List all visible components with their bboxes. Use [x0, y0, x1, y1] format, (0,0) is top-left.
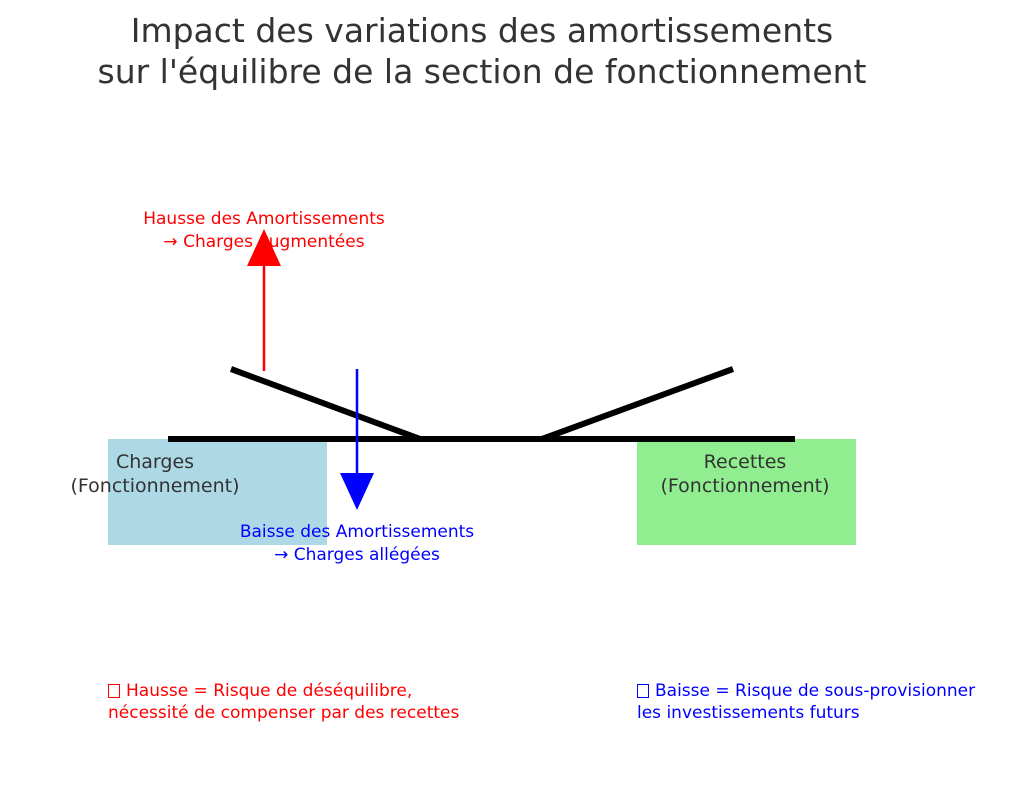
baisse-note: Baisse = Risque de sous-provisionner les…	[637, 680, 975, 724]
recettes-box	[637, 439, 856, 545]
baisse-note-line-1: Baisse = Risque de sous-provisionner	[655, 681, 976, 701]
warning-glyph-icon	[108, 684, 120, 698]
increase-arrow-icon	[247, 229, 281, 371]
baisse-annotation: Baisse des Amortissements → Charges allé…	[207, 521, 507, 567]
diagram-title: Impact des variations des amortissements…	[0, 10, 964, 92]
hausse-annotation: Hausse des Amortissements → Charges augm…	[114, 208, 414, 254]
charges-label-line-1: Charges	[115, 451, 195, 473]
baisse-annotation-line-1: Baisse des Amortissements	[239, 522, 475, 542]
recettes-label: Recettes (Fonctionnement)	[645, 450, 845, 498]
hausse-note: Hausse = Risque de déséquilibre, nécessi…	[108, 680, 459, 724]
charges-label-line-2: (Fonctionnement)	[70, 475, 240, 497]
right-tilt-line	[540, 366, 735, 442]
hausse-annotation-line-2: → Charges augmentées	[163, 232, 365, 252]
recettes-label-line-2: (Fonctionnement)	[660, 475, 830, 497]
charges-box	[108, 439, 327, 545]
title-line-1: Impact des variations des amortissements	[130, 11, 834, 50]
warning-glyph-icon	[637, 684, 649, 698]
left-tilt-line	[229, 366, 422, 442]
decrease-arrow-icon	[340, 369, 374, 510]
recettes-label-line-1: Recettes	[703, 451, 787, 473]
hausse-note-line-2: nécessité de compenser par des recettes	[108, 703, 460, 723]
baisse-note-line-2: les investissements futurs	[637, 703, 860, 723]
title-line-2: sur l'équilibre de la section de fonctio…	[97, 52, 867, 91]
hausse-annotation-line-1: Hausse des Amortissements	[143, 209, 385, 229]
baisse-annotation-line-2: → Charges allégées	[274, 545, 440, 565]
charges-label: Charges (Fonctionnement)	[55, 450, 255, 498]
hausse-note-line-1: Hausse = Risque de déséquilibre,	[126, 681, 413, 701]
